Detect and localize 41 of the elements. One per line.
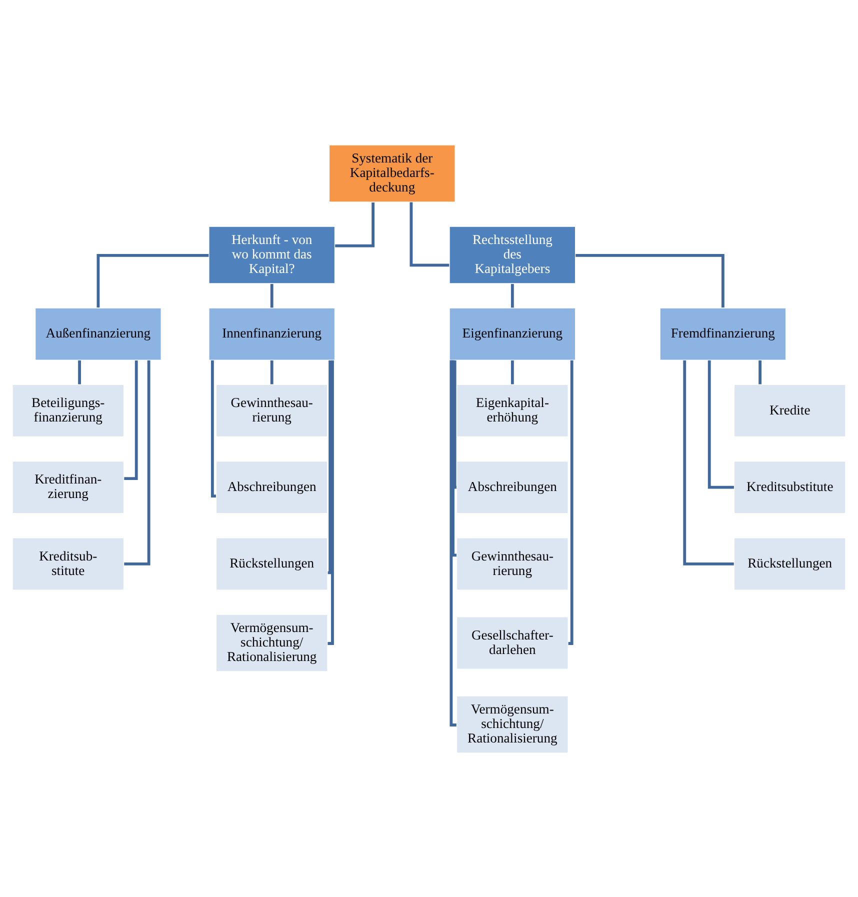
- connector: [452, 360, 457, 556]
- connector: [328, 360, 334, 644]
- node-box: Abschreibungen: [216, 460, 328, 514]
- connector: [510, 283, 514, 308]
- connector: [510, 360, 514, 384]
- connector: [270, 283, 274, 308]
- node-box: Kreditsub- stitute: [12, 536, 124, 590]
- connector: [683, 360, 734, 565]
- connector: [453, 360, 456, 488]
- connector: [708, 360, 734, 488]
- connector: [335, 202, 374, 247]
- connector: [124, 360, 138, 480]
- node-box: Gewinnthesau- rierung: [456, 536, 569, 590]
- connector: [450, 360, 456, 726]
- node-box: Abschreibungen: [456, 460, 569, 514]
- node-box: Innenfinanzierung: [208, 306, 336, 360]
- node-box: Außenfinanzierung: [34, 306, 162, 360]
- connector: [124, 360, 150, 565]
- connector: [328, 360, 332, 574]
- node-box: Vermögensum- schichtung/ Rationalisierung: [216, 613, 328, 672]
- node-box: Kredite: [734, 384, 846, 437]
- connector: [758, 360, 762, 384]
- node-box: Rückstellungen: [216, 536, 328, 590]
- node-box: Vermögensum- schichtung/ Rationalisierung: [456, 694, 569, 754]
- connector: [96, 254, 209, 307]
- node-box: Kreditsubstitute: [734, 460, 846, 514]
- node-box: Rechtsstellung des Kapitalgebers: [448, 225, 576, 284]
- connector: [410, 202, 450, 266]
- node-box: Herkunft - von wo kommt das Kapital?: [208, 225, 336, 284]
- node-box: Systematik der Kapitalbedarfs- deckung: [328, 144, 456, 202]
- connector: [576, 254, 724, 307]
- node-box: Fremdfinanzierung: [659, 306, 786, 360]
- node-box: Eigenkapital- erhöhung: [456, 384, 569, 437]
- connector: [78, 360, 81, 384]
- node-box: Rückstellungen: [734, 536, 846, 590]
- connector: [270, 360, 274, 384]
- node-box: Gewinnthesau- rierung: [216, 384, 328, 437]
- node-box: Kreditfinan- zierung: [12, 460, 124, 514]
- node-box: Beteiligungs- finanzierung: [12, 384, 124, 437]
- node-box: Gesellschafter- darlehen: [456, 616, 569, 670]
- node-box: Eigenfinanzierung: [448, 306, 576, 360]
